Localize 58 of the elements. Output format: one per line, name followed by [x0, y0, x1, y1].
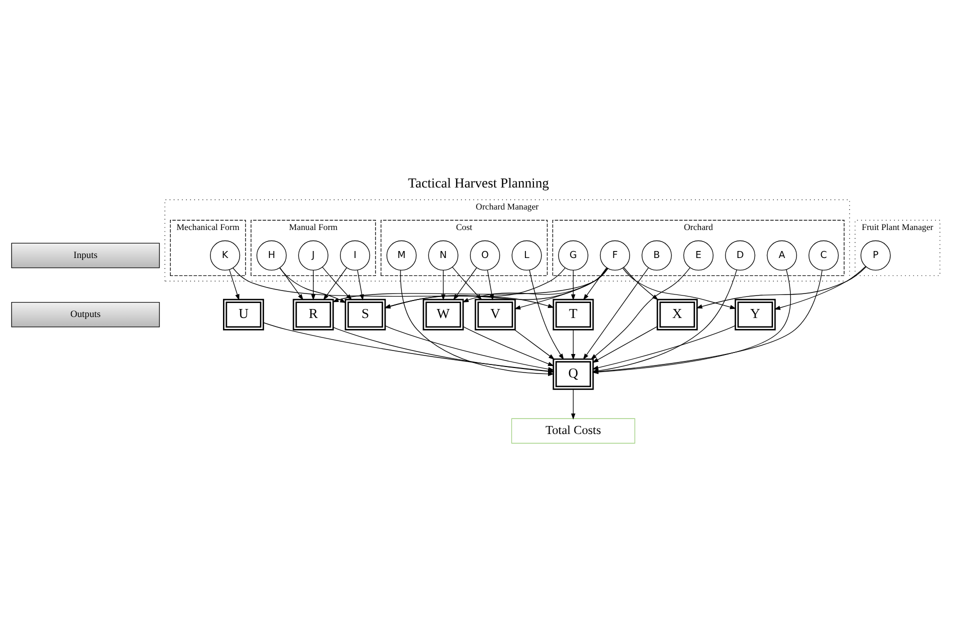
node-box: V [474, 298, 516, 330]
node-box: R [292, 298, 334, 330]
node-box: U [223, 298, 264, 330]
arrow [311, 270, 316, 300]
node-circle: J [298, 240, 328, 271]
node-box: Q [552, 358, 594, 390]
arrow [441, 270, 446, 300]
arrow [622, 268, 736, 310]
node-circle: P [860, 240, 891, 271]
arrow [592, 325, 736, 370]
arrow [453, 268, 477, 300]
arrow [462, 268, 608, 302]
arrow [228, 269, 240, 300]
arrow [384, 268, 566, 308]
node-box: T [552, 298, 594, 330]
arrow [571, 329, 576, 360]
node-circle: B [642, 240, 672, 271]
arrow [487, 270, 494, 301]
node-box: X [656, 298, 698, 330]
arrow [384, 268, 608, 308]
arrow [774, 266, 866, 310]
arrow [232, 268, 554, 308]
node-circle: D [725, 240, 756, 271]
node-circle: N [428, 240, 458, 271]
arrow [323, 268, 347, 300]
arrow [280, 268, 304, 300]
arrow [452, 266, 482, 300]
node-circle: M [386, 240, 417, 271]
arrow [279, 268, 346, 304]
node-circle: C [808, 240, 839, 271]
node-circle: G [558, 240, 588, 271]
node-circle: E [683, 240, 714, 271]
node-box: Outputs [11, 302, 160, 328]
node-circle: F [600, 240, 630, 271]
arrow [696, 266, 866, 309]
arrow [583, 268, 607, 300]
node-circle: I [340, 240, 370, 271]
node-circle: L [512, 240, 542, 271]
node-box: S [344, 298, 386, 330]
node-circle: H [256, 240, 287, 271]
node-circle: O [470, 240, 500, 271]
arrow [462, 326, 554, 366]
arrow [529, 270, 564, 360]
node-box: Y [734, 298, 776, 330]
arrow [514, 329, 555, 360]
arrow [571, 270, 576, 300]
arrow [582, 268, 649, 360]
arrow [571, 389, 576, 420]
node-circle: A [766, 240, 797, 271]
arrow [592, 326, 658, 363]
node-box: W [422, 298, 464, 330]
node-box: Inputs [11, 242, 160, 268]
arrow [590, 267, 690, 360]
diagram-title: Tactical Harvest Planning [408, 175, 550, 190]
arrow [514, 268, 608, 310]
node-circle: K [210, 240, 240, 271]
node-box: Total Costs [511, 418, 636, 444]
arrow [384, 325, 554, 372]
